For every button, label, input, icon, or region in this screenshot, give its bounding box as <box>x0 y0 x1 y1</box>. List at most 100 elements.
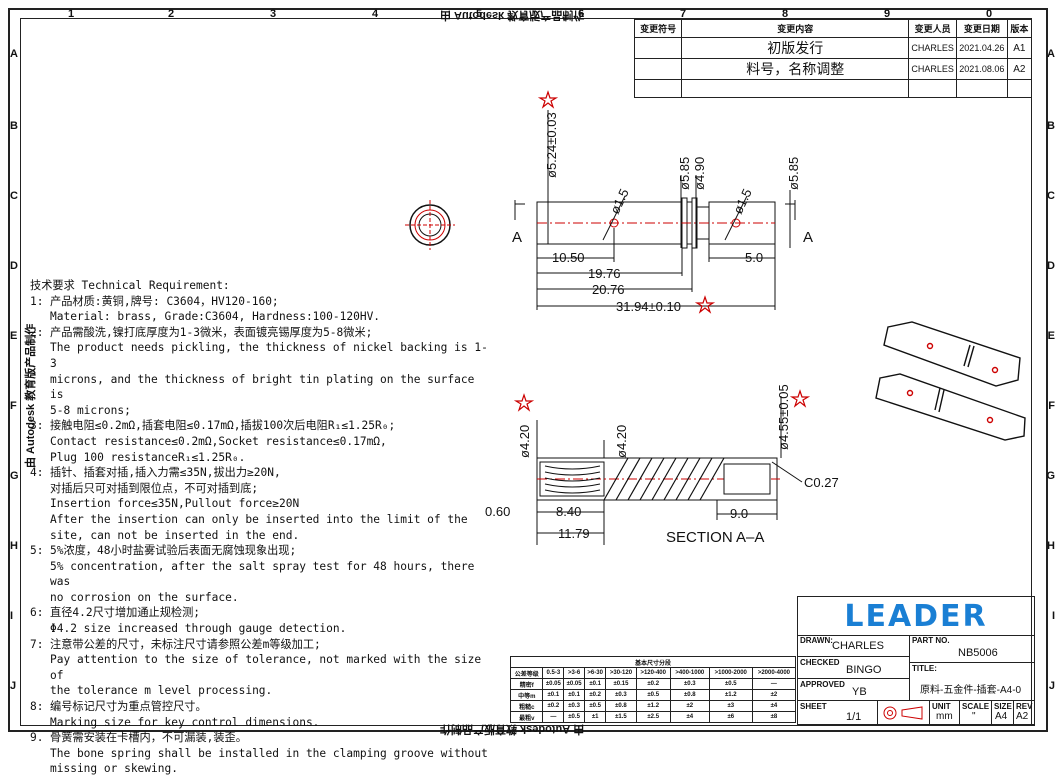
zone-row-h-right: H <box>1047 540 1055 552</box>
requirement-number: 1: <box>30 294 44 308</box>
iso-view-2 <box>875 373 1026 441</box>
drawing-border <box>8 8 1048 732</box>
rev-version: A2 <box>1006 58 1033 80</box>
zone-row-i-right: I <box>1051 610 1055 622</box>
tolerance-cell: ±0.05 <box>542 678 565 690</box>
requirement-item: 6:直径4.2尺寸增加通止规检测;Φ4.2 size increased thr… <box>30 605 490 636</box>
company-logo: LEADER <box>798 597 1034 636</box>
tolerance-header-cell: 0.5-3 <box>542 667 565 679</box>
tolerance-cell: 最粗v <box>509 711 544 723</box>
requirement-cn: 直径4.2尺寸增加通止规检测; <box>50 606 201 620</box>
revision-table: 变更符号 变更内容 变更人员 变更日期 版本 初版发行 CHARLES 2021… <box>633 19 1033 98</box>
dimension-labels: ø5.24±0.03 ø1.5 ø5.85 ø4.90 ø1.5 ø5.85 1… <box>485 112 839 546</box>
tolerance-cell: ±0.3 <box>605 689 637 701</box>
requirement-en: 对插后只可对插到限位点，不可对插到底; <box>50 481 259 495</box>
dim-l5: 5.0 <box>745 250 763 265</box>
requirement-en: site, can not be inserted in the end. <box>50 528 300 542</box>
zone-col-0: 0 <box>986 8 993 20</box>
rev-cell: REV A2 <box>1014 701 1035 725</box>
title-label: TITLE: <box>912 664 937 673</box>
dim-l1: 10.50 <box>552 250 585 265</box>
checked-label: CHECKED <box>800 658 840 667</box>
dim-d4: ø4.90 <box>692 157 707 190</box>
dim-s2: ø4.20 <box>614 425 629 458</box>
requirement-cn: 编号标记尺寸为重点管控尺寸。 <box>50 700 207 714</box>
requirement-en: Insertion force≤35N,Pullout force≥20N <box>50 497 300 511</box>
tolerance-cell: ±0.2 <box>635 678 671 690</box>
side-view <box>514 110 796 310</box>
sheet-label: SHEET <box>800 702 827 711</box>
tolerance-title: 基本尺寸分段 <box>510 656 796 668</box>
dim-l3: 20.76 <box>592 282 625 297</box>
zone-col-8: 8 <box>782 8 789 20</box>
requirement-number: 7: <box>30 637 44 651</box>
requirement-cn: 产品需酸洗,镍打底厚度为1-3微米，表面镀亮锡厚度为5-8微米; <box>50 325 373 339</box>
tolerance-row: 中等m±0.1±0.1±0.2±0.3±0.5±0.8±1.2±2 <box>509 689 797 701</box>
title-value: 原料-五金件-插套-A4-0 <box>920 685 1022 696</box>
requirement-en: the tolerance m level processing. <box>50 684 273 698</box>
dim-s7: 9.0 <box>730 506 748 521</box>
requirement-en: Contact resistance≤0.2mΩ,Socket resistan… <box>50 434 387 448</box>
requirement-en: Material: brass, Grade:C3604, Hardness:1… <box>50 310 381 324</box>
zone-col-3: 3 <box>270 8 277 20</box>
zone-col-9: 9 <box>884 8 891 20</box>
tolerance-cell: ±0.5 <box>635 689 671 701</box>
tolerance-cell: ±1.2 <box>708 689 753 701</box>
zone-row-j-right: J <box>1048 680 1055 692</box>
tolerance-header-cell: >1000-2000 <box>708 667 753 679</box>
dim-d6: ø5.85 <box>786 157 801 190</box>
tolerance-cell: ±0.1 <box>583 678 607 690</box>
zone-row-e-right: E <box>1047 330 1055 342</box>
rev-value: A2 <box>1016 711 1029 722</box>
star-icon <box>513 393 535 412</box>
zone-col-6: 6 <box>578 8 585 20</box>
drawing-inner-border <box>20 18 1032 726</box>
section-mark-right: A <box>803 229 813 246</box>
requirement-en: Φ4.2 size increased through gauge detect… <box>50 622 347 636</box>
size-value: A4 <box>995 711 1008 722</box>
zone-row-a: A <box>10 48 18 60</box>
approved-cell: APPROVED YB <box>798 679 910 701</box>
drawn-cell: DRAWN: CHARLES <box>798 635 910 657</box>
zone-row-a-right: A <box>1047 48 1055 60</box>
dim-d1: ø5.24±0.03 <box>544 112 559 178</box>
tolerance-header-cell: >400-1000 <box>669 667 710 679</box>
requirement-en: 5-8 microns; <box>50 403 131 417</box>
requirement-item: 2:产品需酸洗,镍打底厚度为1-3微米，表面镀亮锡厚度为5-8微米;The pr… <box>30 325 490 419</box>
approved-label: APPROVED <box>800 680 845 689</box>
section-label: SECTION A–A <box>666 529 764 546</box>
dim-d3: ø5.85 <box>677 157 692 190</box>
tolerance-cell: ±0.1 <box>542 689 565 701</box>
requirement-cn: 产品材质:黄铜,牌号: C3604，HV120-160; <box>50 294 279 308</box>
requirement-item: 1: 产品材质:黄铜,牌号: C3604，HV120-160; Material: … <box>30 294 490 325</box>
end-view-circle <box>405 200 455 250</box>
zone-row-g-right: G <box>1046 470 1055 482</box>
requirement-cn: 插针、插套对插,插入力需≤35N,拔出力≥20N, <box>50 466 281 480</box>
tolerance-cell: ±0.5 <box>563 711 585 723</box>
requirement-number: 5: <box>30 544 44 558</box>
zone-col-2: 2 <box>168 8 175 20</box>
tolerance-cell: ±8 <box>751 711 797 723</box>
tolerance-cell: ±0.5 <box>708 678 753 690</box>
sheet-cell: SHEET 1/1 <box>798 701 878 725</box>
scale-value: " <box>972 711 976 722</box>
dim-s1: ø4.20 <box>517 425 532 458</box>
tolerance-cell: ±0.3 <box>563 700 585 712</box>
sheet-value: 1/1 <box>846 711 862 723</box>
title-block: LEADER DRAWN: CHARLES PART NO. NB5006 CH… <box>797 596 1035 726</box>
requirement-item: 8:编号标记尺寸为重点管控尺寸。Marking size for key con… <box>30 699 490 730</box>
tolerance-cell: ±1 <box>583 711 607 723</box>
dim-l2: 19.76 <box>588 266 621 281</box>
requirement-en: missing or skewing. <box>50 762 178 776</box>
tolerance-cell: ±0.8 <box>605 700 637 712</box>
tolerance-cell: ±2.5 <box>635 711 671 723</box>
logo-text: LEADER <box>844 598 988 634</box>
spring-hatch <box>544 465 601 494</box>
requirement-cn: 接触电阻≤0.2mΩ,插套电阻≤0.17mΩ,插拔100次后电阻R₁≤1.25R… <box>50 419 396 433</box>
zone-row-e: E <box>10 330 18 342</box>
key-dimension-stars <box>513 90 811 412</box>
zone-row-b: B <box>10 120 18 132</box>
requirement-number: 8: <box>30 700 44 714</box>
requirement-number: 3: <box>30 419 44 433</box>
tolerance-cell: ±0.5 <box>583 700 607 712</box>
